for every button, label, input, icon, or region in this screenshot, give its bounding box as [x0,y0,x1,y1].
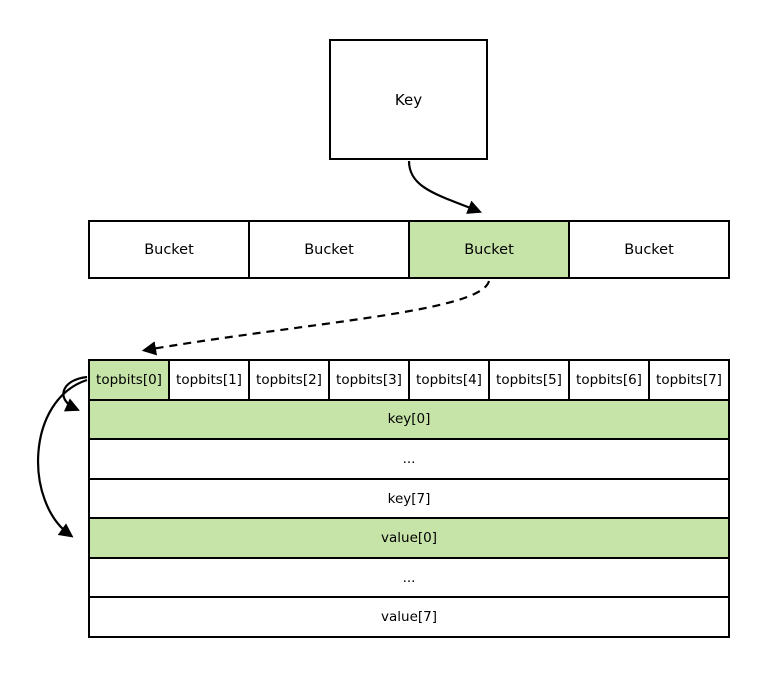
bucket-to-table-arrow [141,280,491,356]
slot-row-value7: value[7] [90,596,728,636]
bucket-cell-3-label: Bucket [624,241,674,258]
slot-row-value0: value[0] [90,517,728,557]
topbits-cell-1: topbits[1] [168,361,248,399]
bucket-cell-2-highlighted: Bucket [408,222,568,277]
bucket-array: Bucket Bucket Bucket Bucket [88,220,730,279]
topbits-cell-7: topbits[7] [648,361,728,399]
bucket-cell-1: Bucket [248,222,408,277]
slot-table: topbits[0] topbits[1] topbits[2] topbits… [88,359,730,638]
topbits-row: topbits[0] topbits[1] topbits[2] topbits… [90,361,728,399]
slot-row-value-ellipsis: ... [90,556,728,597]
topbits-cell-2: topbits[2] [248,361,328,399]
bucket-cell-0: Bucket [90,222,248,277]
topbits-cell-0-highlighted: topbits[0] [90,361,168,399]
slot-row-key0: key[0] [90,398,728,439]
key-node-label: Key [394,90,423,109]
topbits-to-value0-arrow [36,378,88,538]
bucket-cell-2-label: Bucket [464,241,514,258]
key-node: Key [329,39,488,160]
topbits-cell-4: topbits[4] [408,361,488,399]
topbits-cell-6: topbits[6] [568,361,648,399]
bucket-cell-3: Bucket [568,222,728,277]
slot-row-key-ellipsis: ... [90,438,728,478]
topbits-cell-3: topbits[3] [328,361,408,399]
bucket-cell-0-label: Bucket [144,241,194,258]
bucket-cell-1-label: Bucket [304,241,354,258]
topbits-cell-5: topbits[5] [488,361,568,399]
slot-row-key7: key[7] [90,477,728,518]
topbits-to-key0-arrow [62,375,88,412]
key-to-bucket-arrow [407,160,482,214]
